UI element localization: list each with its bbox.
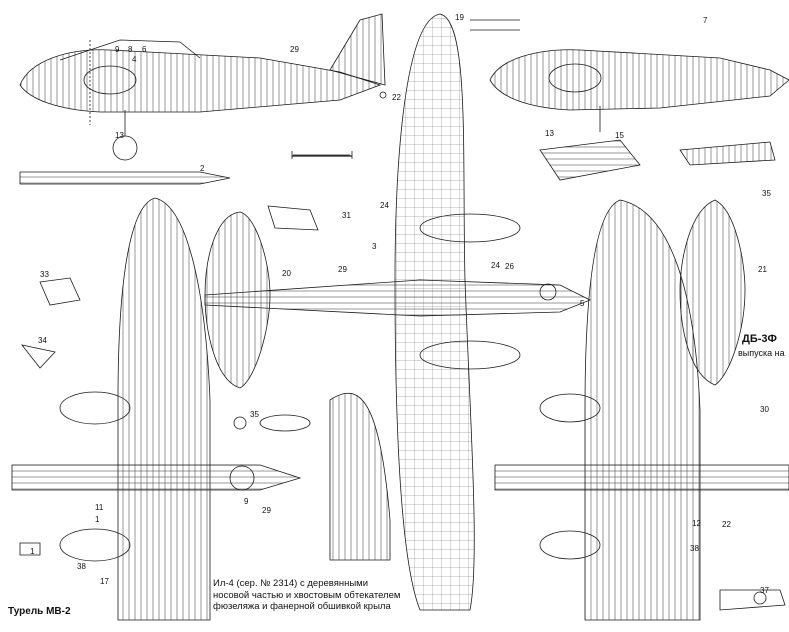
callout-26: 26 xyxy=(505,262,514,271)
callout-21: 21 xyxy=(758,265,767,274)
callout-9b: 9 xyxy=(244,497,249,506)
callout-30: 30 xyxy=(760,405,769,414)
callout-17: 17 xyxy=(100,577,109,586)
variant-subtitle: выпуска на xyxy=(738,348,785,358)
callout-1b: 1 xyxy=(30,547,35,556)
side-view-right xyxy=(470,20,789,180)
scale-bar xyxy=(292,151,352,159)
caption-line: Ил-4 (сер. № 2314) с деревянными xyxy=(213,578,369,589)
callout-4: 4 xyxy=(132,55,137,64)
callout-1: 1 xyxy=(95,515,100,524)
callout-8: 8 xyxy=(128,45,133,54)
detail-parts-left xyxy=(20,172,318,555)
callout-38: 38 xyxy=(77,562,86,571)
callout-35: 35 xyxy=(762,189,771,198)
callout-9: 9 xyxy=(115,45,120,54)
callout-12: 12 xyxy=(692,519,701,528)
callout-19: 19 xyxy=(455,13,464,22)
callout-2: 2 xyxy=(200,164,205,173)
callout-29: 29 xyxy=(290,45,299,54)
caption-line: фюзеляжа и фанерной обшивкой крыла xyxy=(213,601,391,612)
variant-title: ДБ-3Ф xyxy=(742,333,777,345)
callout-37: 37 xyxy=(760,586,769,595)
callout-33: 33 xyxy=(40,270,49,279)
callout-29b: 29 xyxy=(338,265,347,274)
callout-24: 24 xyxy=(380,201,389,210)
callout-11: 11 xyxy=(95,503,104,512)
side-view-left xyxy=(20,14,386,160)
caption-line: носовой частью и хвостовым обтекателем xyxy=(213,589,401,601)
callout-6: 6 xyxy=(142,45,147,54)
drawing-caption: Ил-4 (сер. № 2314) с деревянными носовой… xyxy=(213,578,513,613)
callout-13: 13 xyxy=(115,131,124,140)
callout-35b: 35 xyxy=(250,410,259,419)
callout-38b: 38 xyxy=(690,544,699,553)
callout-22b: 22 xyxy=(722,520,731,529)
plan-view-left xyxy=(12,198,390,620)
callout-24b: 24 xyxy=(491,261,500,270)
callout-5: 5 xyxy=(580,299,585,308)
plan-view-right xyxy=(495,200,789,620)
callout-3: 3 xyxy=(372,242,377,251)
callout-15: 15 xyxy=(615,131,624,140)
callout-13b: 13 xyxy=(545,129,554,138)
callout-34: 34 xyxy=(38,336,47,345)
callout-22: 22 xyxy=(392,93,401,102)
plan-view-center xyxy=(205,14,590,610)
callout-31: 31 xyxy=(342,211,351,220)
callout-7: 7 xyxy=(703,16,708,25)
turret-label: Турель МВ-2 xyxy=(8,606,71,617)
callout-29c: 29 xyxy=(262,506,271,515)
callout-20: 20 xyxy=(282,269,291,278)
